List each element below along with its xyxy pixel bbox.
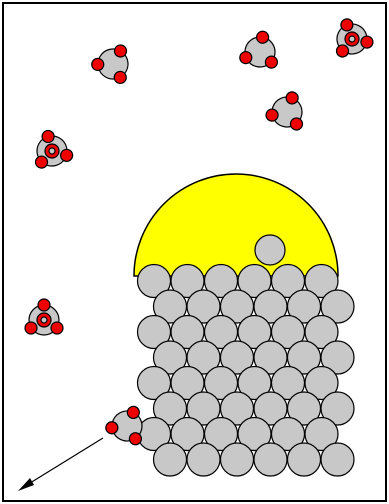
surface-atom	[221, 443, 254, 476]
red-atom	[25, 322, 37, 334]
red-atom	[38, 299, 50, 311]
tip-apex-atom	[255, 235, 285, 265]
red-atom	[51, 322, 63, 334]
surface-atom	[321, 443, 354, 476]
molecule-center-dot	[41, 317, 47, 323]
surface-atom	[187, 443, 220, 476]
surface-atom	[254, 443, 287, 476]
surface-atom	[288, 443, 321, 476]
surface-atom	[154, 443, 187, 476]
